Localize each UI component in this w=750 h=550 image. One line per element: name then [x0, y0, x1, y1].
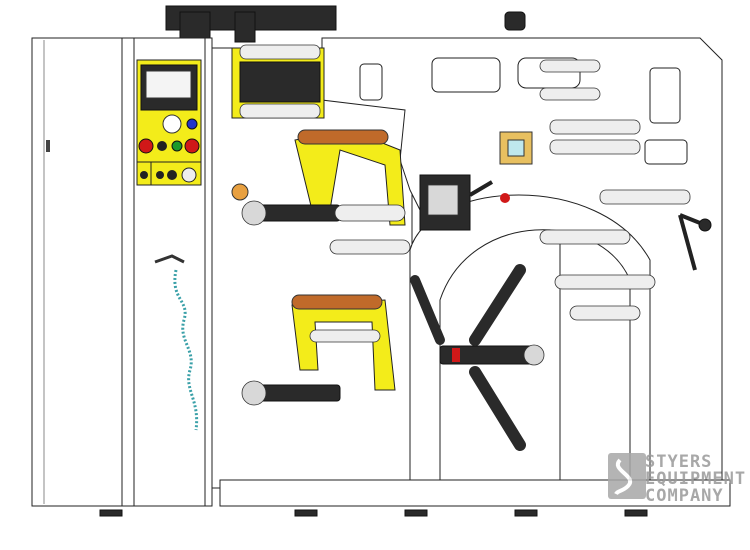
air-hose — [154, 254, 199, 431]
machine-feet — [99, 509, 648, 517]
lower-arm — [241, 294, 396, 406]
rewind-turret — [410, 229, 656, 451]
slitter-head — [419, 174, 712, 271]
upper-rollers — [231, 44, 691, 205]
logo-line-3: COMPANY — [645, 486, 724, 506]
top-header — [165, 5, 526, 43]
control-panel — [136, 59, 202, 186]
logo-line-1: STYERS — [645, 452, 712, 472]
logo-line-2: EQUIPMENT — [645, 469, 746, 489]
styers-logo: STYERS EQUIPMENT COMPANY — [608, 452, 746, 506]
emergency-stop — [162, 114, 182, 134]
upper-arm — [231, 129, 411, 255]
